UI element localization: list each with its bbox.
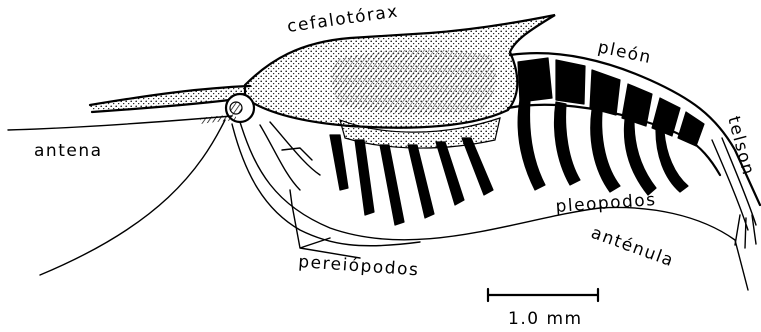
antenna-flagellum [8, 116, 232, 130]
pereiopod-2 [355, 140, 374, 215]
pereiopods-leader [290, 190, 360, 258]
uropod-fan [735, 215, 756, 248]
pereiopod-1 [330, 135, 348, 190]
pleopod-4 [624, 120, 656, 195]
eye-pupil [230, 102, 242, 114]
leader-lines [290, 190, 360, 258]
anterior-maxillipeds [260, 122, 320, 190]
label-scale: 1.0 mm [508, 309, 583, 329]
pereiopod-6 [462, 138, 493, 195]
label-antennule: anténula [588, 223, 677, 272]
scale-bar [488, 289, 598, 301]
pereiopod-3 [380, 145, 404, 225]
pleopod-2 [555, 102, 580, 185]
label-telson: telson [723, 114, 758, 178]
pereiopod-5 [436, 142, 464, 205]
pleopod-1 [518, 100, 545, 190]
antenna-peduncle [200, 114, 236, 124]
label-antenna: antena [34, 141, 103, 161]
pereiopod-4 [408, 145, 434, 218]
pleopod-3 [591, 110, 620, 192]
label-cephalothorax: cefalotórax [286, 2, 400, 37]
scale-bar-line [488, 289, 598, 301]
label-pereiopods: pereiópodos [298, 252, 420, 280]
carapace-shading [332, 49, 496, 114]
label-pleopods: pleopodos [555, 190, 657, 217]
